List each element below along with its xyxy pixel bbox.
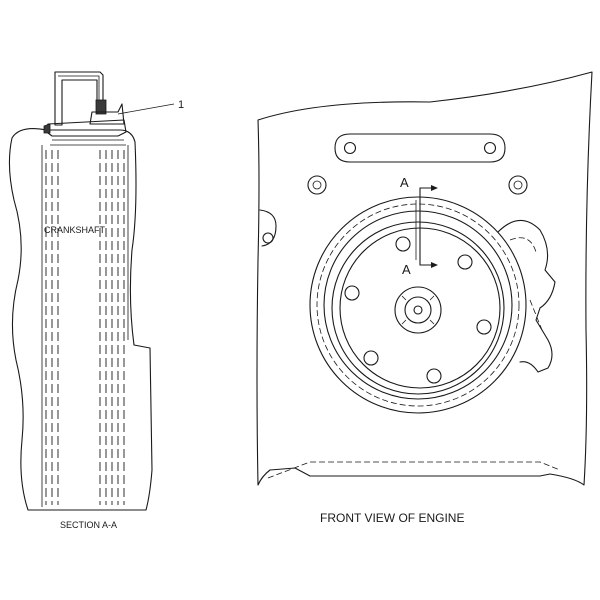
flange-bolt <box>426 368 442 384</box>
hub-ticks <box>401 295 435 325</box>
flange-bolt <box>344 285 360 301</box>
hub-outer <box>394 286 442 334</box>
shaft-fine-lines <box>41 145 129 507</box>
bracket-hole-right <box>483 141 497 155</box>
flange-bolt <box>476 319 492 335</box>
seal-ring-inner <box>331 221 505 395</box>
bracket-hole-left <box>343 141 357 155</box>
front-view: A A FRONT VIEW OF ENGINE <box>256 71 593 525</box>
bolt-top-left <box>307 175 327 195</box>
engine-block-inner <box>267 461 561 479</box>
right-lobe-dash <box>509 237 543 331</box>
flange-bolt <box>395 236 411 252</box>
seal-ring-outer <box>323 210 513 400</box>
callout-number: 1 <box>178 99 184 111</box>
bolt-top-left-inner <box>312 180 322 190</box>
seal-housing-inner <box>58 75 100 110</box>
bolt-top-right <box>508 175 528 195</box>
right-lobe <box>497 219 556 373</box>
section-a-a-view: 1 CRANKSHAFT SECTION A-A <box>8 71 184 530</box>
section-marker-top: A <box>400 175 409 190</box>
seal-housing <box>54 71 104 126</box>
top-bracket <box>334 133 506 163</box>
outer-ring <box>309 196 527 414</box>
left-boss-hole <box>262 232 274 244</box>
hub-mid <box>404 296 432 324</box>
section-title: SECTION A-A <box>60 520 117 530</box>
wear-sleeve <box>43 119 127 137</box>
flange-bolts <box>344 236 492 384</box>
outer-ring-dash <box>316 203 520 407</box>
section-arrowhead-top <box>431 185 438 191</box>
left-boss <box>259 209 277 247</box>
seal-lip <box>95 99 107 115</box>
sleeve-line <box>50 139 126 146</box>
flange-bolt <box>457 254 473 270</box>
shaft-dashed-lines <box>45 150 125 505</box>
flange-bolt <box>363 350 379 366</box>
hub-center <box>413 305 423 315</box>
crankshaft-label: CRANKSHAFT <box>44 225 106 235</box>
section-arrowhead-bottom <box>431 262 438 268</box>
engine-block-outline <box>256 71 593 486</box>
crankshaft-outline <box>8 128 153 511</box>
section-marker-bottom: A <box>402 262 411 277</box>
callout-leader <box>117 103 175 115</box>
bolt-top-right-inner <box>513 180 523 190</box>
wear-sleeve-hatch <box>43 123 51 134</box>
front-view-title: FRONT VIEW OF ENGINE <box>320 511 464 525</box>
